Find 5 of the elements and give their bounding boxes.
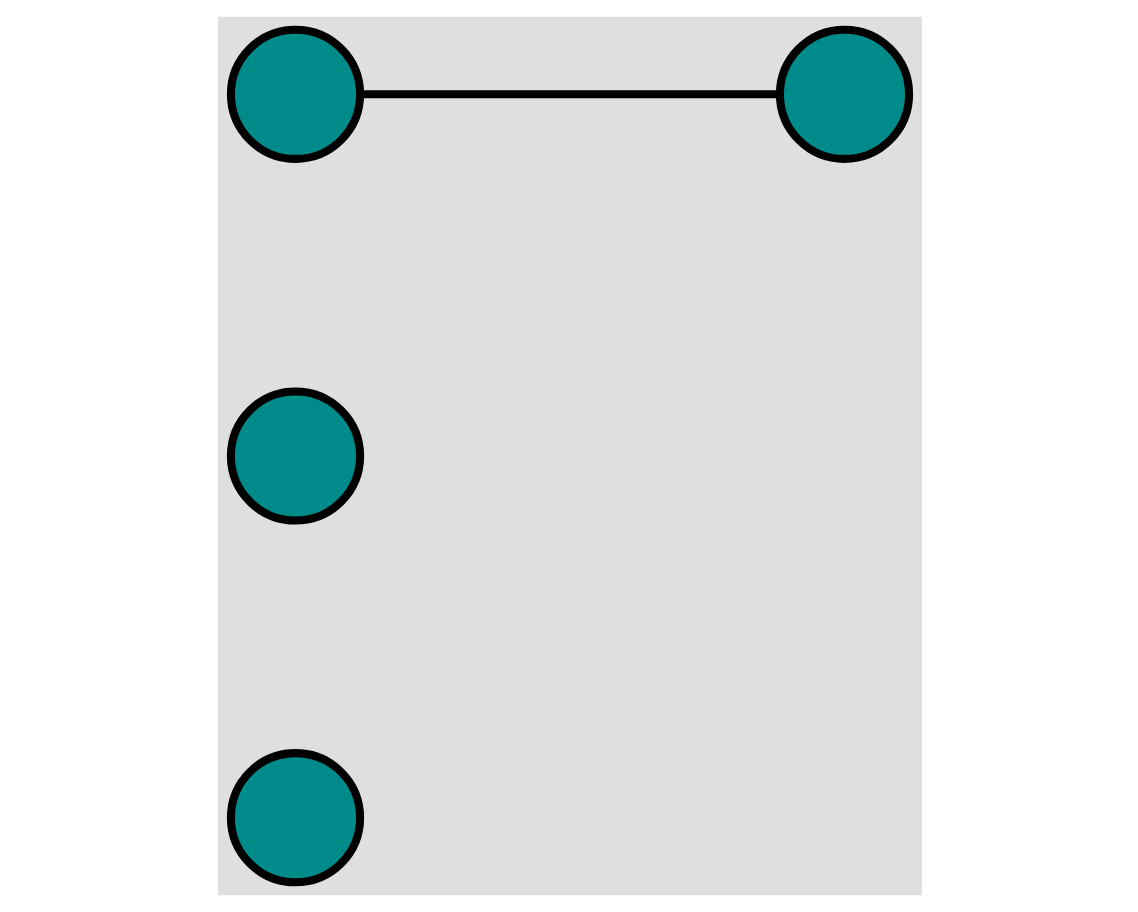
node-circle <box>225 387 364 525</box>
node-circle <box>774 25 913 163</box>
node-circle <box>225 25 364 163</box>
connector <box>359 90 779 99</box>
node-circle <box>225 749 364 887</box>
